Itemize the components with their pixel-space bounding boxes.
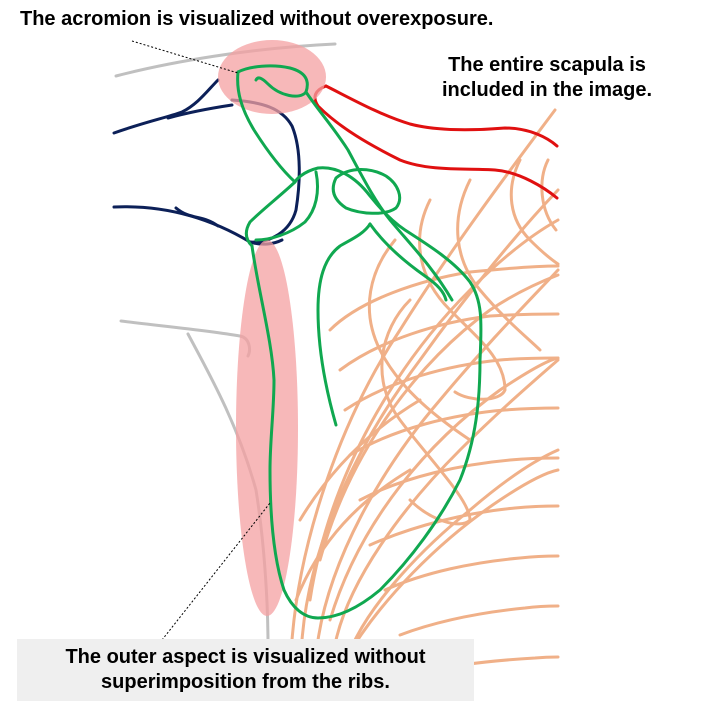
- clavicle-outline: [313, 84, 559, 200]
- outer-aspect-highlight: [236, 240, 298, 616]
- acromion-leader-line: [131, 40, 239, 74]
- scapula-annotation: The entire scapula is included in the im…: [441, 54, 653, 101]
- soft-tissue-outline: [114, 42, 337, 647]
- leader-lines: [131, 40, 271, 641]
- acromion-annotation: The acromion is visualized without overe…: [20, 8, 494, 30]
- scapula-outline: [236, 64, 483, 620]
- outer-aspect-leader-line: [161, 502, 271, 641]
- acromion-highlight: [218, 40, 326, 114]
- outer-aspect-label-box: [17, 639, 474, 701]
- outer-aspect-annotation: The outer aspect is visualized without s…: [65, 646, 426, 693]
- rib-cage: [290, 108, 560, 674]
